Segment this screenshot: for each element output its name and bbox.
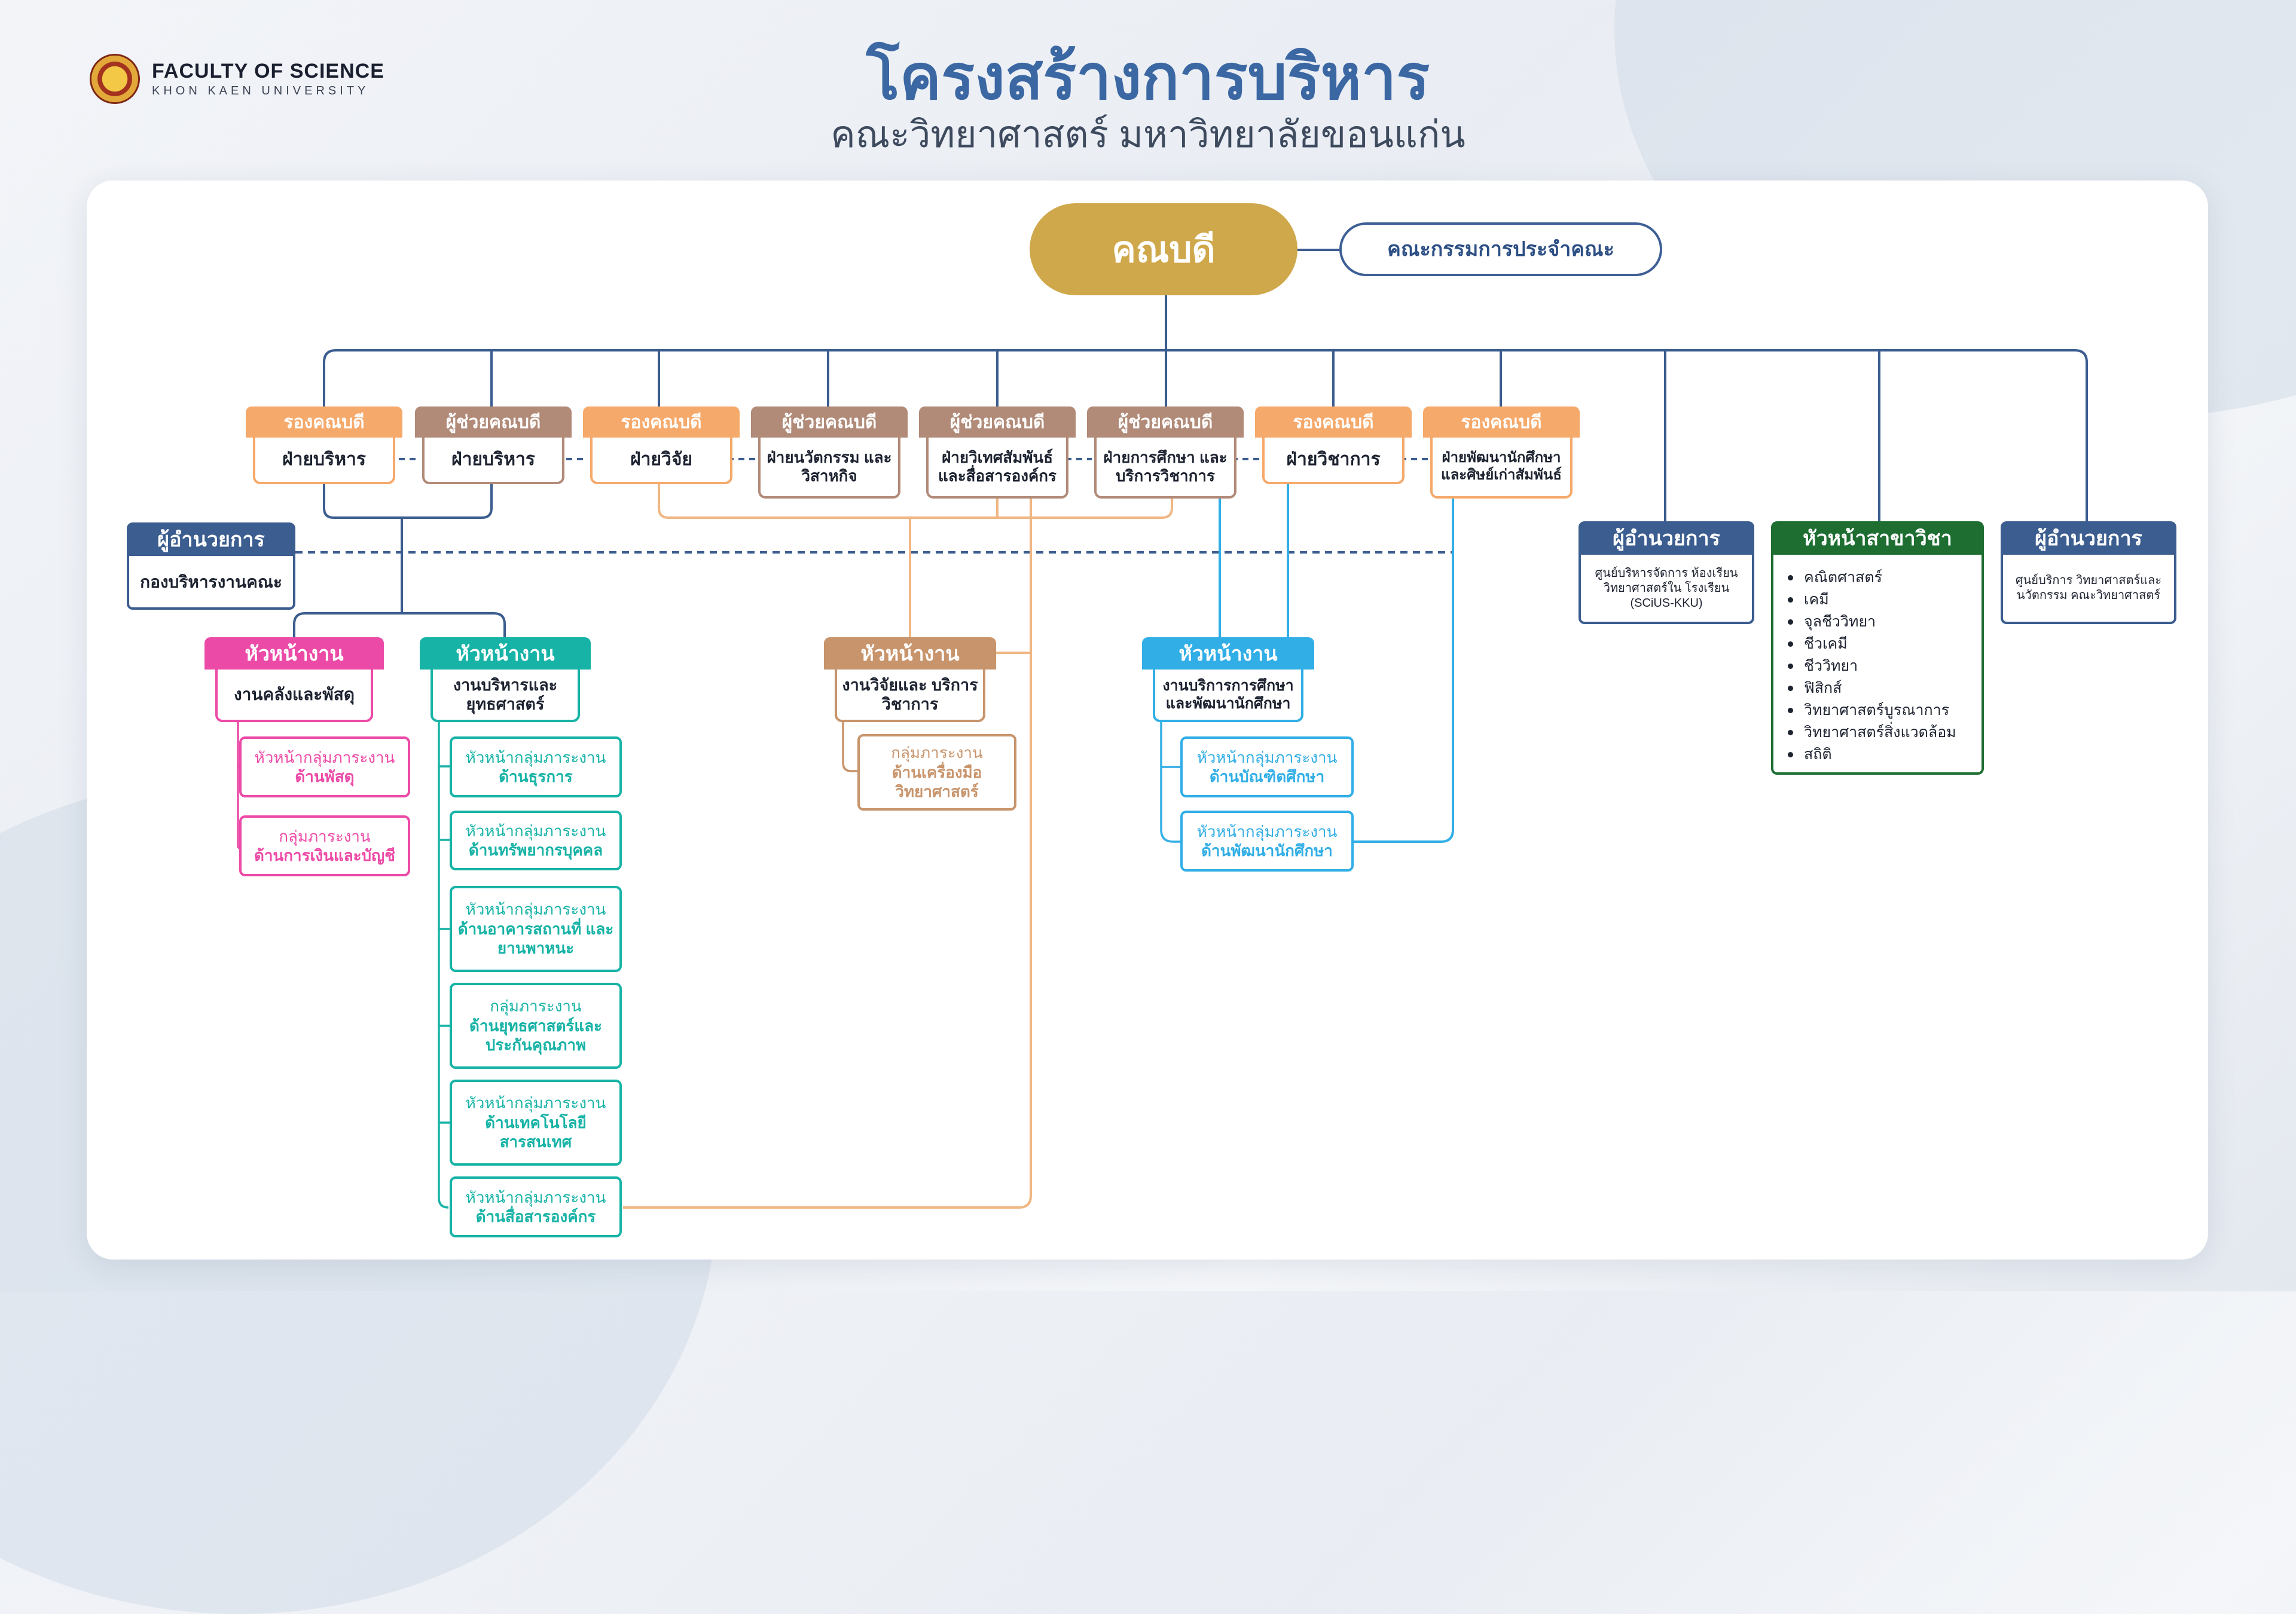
- division-name: ฝ่ายการศึกษา และบริการวิชาการ: [1094, 438, 1236, 499]
- department-item: ชีววิทยา: [1788, 655, 1956, 677]
- division-assistant-dean-education: ผู้ช่วยคณบดี ฝ่ายการศึกษา และบริการวิชาก…: [1087, 406, 1244, 499]
- workgroup-student-development: หัวหน้ากลุ่มภาระงาน ด้านพัฒนานักศึกษา: [1180, 811, 1354, 872]
- division-role: รองคณบดี: [246, 406, 402, 438]
- workgroup-area: ด้านพัสดุ: [295, 768, 355, 785]
- section-research-services: หัวหน้างาน งานวิจัยและ บริการวิชาการ: [824, 637, 996, 722]
- workgroup-area: ด้านบัณฑิตศึกษา: [1209, 768, 1325, 785]
- dean-node: คณบดี: [1030, 203, 1297, 295]
- section-role: หัวหน้างาน: [824, 637, 996, 670]
- workgroup-finance-accounting: กลุ่มภาระงาน ด้านการเงินและบัญชี: [239, 815, 410, 876]
- workgroup-procurement: หัวหน้ากลุ่มภาระงาน ด้านพัสดุ: [239, 736, 410, 797]
- department-head-role: หัวหน้าสาขาวิชา: [1771, 521, 1984, 555]
- section-name: งานบริการการศึกษา และพัฒนานักศึกษา: [1153, 670, 1303, 722]
- department-list: คณิตศาสตร์เคมีจุลชีววิทยาชีวเคมีชีววิทยา…: [1773, 555, 1956, 766]
- division-assistant-dean-administration: ผู้ช่วยคณบดี ฝ่ายบริหาร: [415, 406, 572, 484]
- section-name: งานบริหารและ ยุทธศาสตร์: [430, 670, 580, 722]
- scius-center-node: ผู้อำนวยการ ศูนย์บริหารจัดการ ห้องเรียนว…: [1578, 521, 1754, 624]
- workgroup-title: หัวหน้ากลุ่มภาระงาน: [465, 1188, 606, 1206]
- workgroup-area: ด้านอาคารสถานที่ และยานพาหนะ: [457, 919, 614, 958]
- department-item: จุลชีววิทยา: [1788, 611, 1956, 633]
- division-role: ผู้ช่วยคณบดี: [415, 406, 572, 438]
- department-item: เคมี: [1788, 589, 1956, 611]
- department-item: คณิตศาสตร์: [1788, 567, 1956, 589]
- department-item: ชีวเคมี: [1788, 633, 1956, 655]
- science-service-center-node: ผู้อำนวยการ ศูนย์บริการ วิทยาศาสตร์และนว…: [2001, 521, 2176, 624]
- logo-line-2: KHON KAEN UNIVERSITY: [152, 84, 370, 97]
- workgroup-area: ด้านพัฒนานักศึกษา: [1201, 842, 1333, 860]
- division-vice-dean-research: รองคณบดี ฝ่ายวิจัย: [583, 406, 740, 484]
- division-role: รองคณบดี: [1255, 406, 1412, 438]
- workgroup-facilities: หัวหน้ากลุ่มภาระงาน ด้านอาคารสถานที่ และ…: [450, 886, 622, 972]
- division-role: ผู้ช่วยคณบดี: [751, 406, 908, 438]
- workgroup-title: หัวหน้ากลุ่มภาระงาน: [254, 748, 395, 766]
- section-role: หัวหน้างาน: [420, 637, 591, 670]
- admin-director-node: ผู้อำนวยการ กองบริหารงานคณะ: [127, 522, 295, 610]
- workgroup-scientific-instruments: กลุ่มภาระงาน ด้านเครื่องมือ วิทยาศาสตร์: [857, 734, 1016, 811]
- workgroup-area: ด้านธุรการ: [499, 768, 573, 785]
- university-seal-icon: [90, 54, 140, 104]
- faculty-logo: FACULTY OF SCIENCE KHON KAEN UNIVERSITY: [90, 54, 384, 104]
- workgroup-area: ด้านสื่อสารองค์กร: [475, 1208, 596, 1225]
- workgroup-strategy-quality: กลุ่มภาระงาน ด้านยุทธศาสตร์และ ประกันคุณ…: [450, 983, 622, 1069]
- workgroup-area: ด้านเทคโนโลยี สารสนเทศ: [485, 1113, 587, 1151]
- division-name: ฝ่ายวิจัย: [590, 438, 732, 484]
- workgroup-title: หัวหน้ากลุ่มภาระงาน: [465, 1094, 606, 1112]
- division-role: ผู้ช่วยคณบดี: [1087, 406, 1244, 438]
- department-item: วิทยาศาสตร์สิ่งแวดล้อม: [1788, 722, 1956, 744]
- workgroup-title: กลุ่มภาระงาน: [891, 744, 983, 762]
- division-name: ฝ่ายพัฒนานักศึกษา และศิษย์เก่าสัมพันธ์: [1430, 438, 1573, 499]
- director-role: ผู้อำนวยการ: [1578, 521, 1754, 555]
- section-role: หัวหน้างาน: [204, 637, 384, 670]
- workgroup-human-resources: หัวหน้ากลุ่มภาระงาน ด้านทรัพยากรบุคคล: [450, 811, 622, 870]
- workgroup-title: หัวหน้ากลุ่มภาระงาน: [465, 748, 606, 766]
- division-vice-dean-academic: รองคณบดี ฝ่ายวิชาการ: [1255, 406, 1412, 484]
- division-name: ฝ่ายวิชาการ: [1262, 438, 1405, 484]
- workgroup-graduate-studies: หัวหน้ากลุ่มภาระงาน ด้านบัณฑิตศึกษา: [1180, 736, 1354, 797]
- section-finance-procurement: หัวหน้างาน งานคลังและพัสดุ: [204, 637, 384, 722]
- division-name: ฝ่ายนวัตกรรม และวิสาหกิจ: [758, 438, 900, 499]
- division-assistant-dean-innovation: ผู้ช่วยคณบดี ฝ่ายนวัตกรรม และวิสาหกิจ: [751, 406, 908, 499]
- director-role: ผู้อำนวยการ: [2001, 521, 2176, 555]
- workgroup-area: ด้านการเงินและบัญชี: [254, 846, 395, 864]
- division-name: ฝ่ายบริหาร: [253, 438, 395, 484]
- section-administration-strategy: หัวหน้างาน งานบริหารและ ยุทธศาสตร์: [420, 637, 591, 722]
- section-name: งานวิจัยและ บริการวิชาการ: [835, 670, 985, 722]
- workgroup-area: ด้านเครื่องมือ วิทยาศาสตร์: [891, 763, 982, 801]
- workgroup-information-technology: หัวหน้ากลุ่มภาระงาน ด้านเทคโนโลยี สารสนเ…: [450, 1080, 622, 1166]
- department-heads-node: หัวหน้าสาขาวิชา คณิตศาสตร์เคมีจุลชีววิทย…: [1771, 521, 1984, 775]
- section-name: งานคลังและพัสดุ: [215, 670, 373, 722]
- division-role: รองคณบดี: [1423, 406, 1580, 438]
- department-item: สถิติ: [1788, 744, 1956, 766]
- workgroup-title: หัวหน้ากลุ่มภาระงาน: [1196, 748, 1338, 766]
- workgroup-corporate-communication: หัวหน้ากลุ่มภาระงาน ด้านสื่อสารองค์กร: [450, 1176, 622, 1237]
- workgroup-title: หัวหน้ากลุ่มภาระงาน: [465, 900, 606, 919]
- director-unit: กองบริหารงานคณะ: [127, 556, 295, 610]
- division-role: ผู้ช่วยคณบดี: [919, 406, 1076, 438]
- section-education-services: หัวหน้างาน งานบริการการศึกษา และพัฒนานัก…: [1142, 637, 1314, 722]
- department-item: ฟิสิกส์: [1788, 677, 1956, 699]
- division-vice-dean-administration: รองคณบดี ฝ่ายบริหาร: [246, 406, 402, 484]
- workgroup-title: หัวหน้ากลุ่มภาระงาน: [465, 821, 606, 840]
- page-subtitle: คณะวิทยาศาสตร์ มหาวิทยาลัยขอนแก่น: [831, 114, 1465, 155]
- logo-line-1: FACULTY OF SCIENCE: [152, 60, 384, 82]
- department-item: วิทยาศาสตร์บูรณาการ: [1788, 699, 1956, 722]
- workgroup-title: หัวหน้ากลุ่มภาระงาน: [1196, 822, 1338, 840]
- workgroup-title: กลุ่มภาระงาน: [490, 997, 582, 1016]
- page-title: โครงสร้างการบริหาร: [866, 43, 1430, 112]
- workgroup-area: ด้านยุทธศาสตร์และ ประกันคุณภาพ: [469, 1016, 602, 1054]
- director-role: ผู้อำนวยการ: [127, 522, 295, 556]
- faculty-committee-node: คณะกรรมการประจำคณะ: [1339, 222, 1662, 276]
- department-list-box: คณิตศาสตร์เคมีจุลชีววิทยาชีวเคมีชีววิทยา…: [1771, 555, 1984, 775]
- workgroup-title: กลุ่มภาระงาน: [279, 827, 371, 845]
- division-vice-dean-student-affairs: รองคณบดี ฝ่ายพัฒนานักศึกษา และศิษย์เก่าส…: [1423, 406, 1580, 499]
- division-role: รองคณบดี: [583, 406, 740, 438]
- workgroup-area: ด้านทรัพยากรบุคคล: [468, 841, 603, 859]
- division-assistant-dean-international: ผู้ช่วยคณบดี ฝ่ายวิเทศสัมพันธ์ และสื่อสา…: [919, 406, 1076, 499]
- center-name: ศูนย์บริหารจัดการ ห้องเรียนวิทยาศาสตร์ใน…: [1578, 555, 1754, 624]
- section-role: หัวหน้างาน: [1142, 637, 1314, 670]
- division-name: ฝ่ายวิเทศสัมพันธ์ และสื่อสารองค์กร: [926, 438, 1068, 499]
- division-name: ฝ่ายบริหาร: [422, 438, 564, 484]
- center-name: ศูนย์บริการ วิทยาศาสตร์และนวัตกรรม คณะวิ…: [2001, 555, 2176, 624]
- workgroup-general-admin: หัวหน้ากลุ่มภาระงาน ด้านธุรการ: [450, 736, 622, 797]
